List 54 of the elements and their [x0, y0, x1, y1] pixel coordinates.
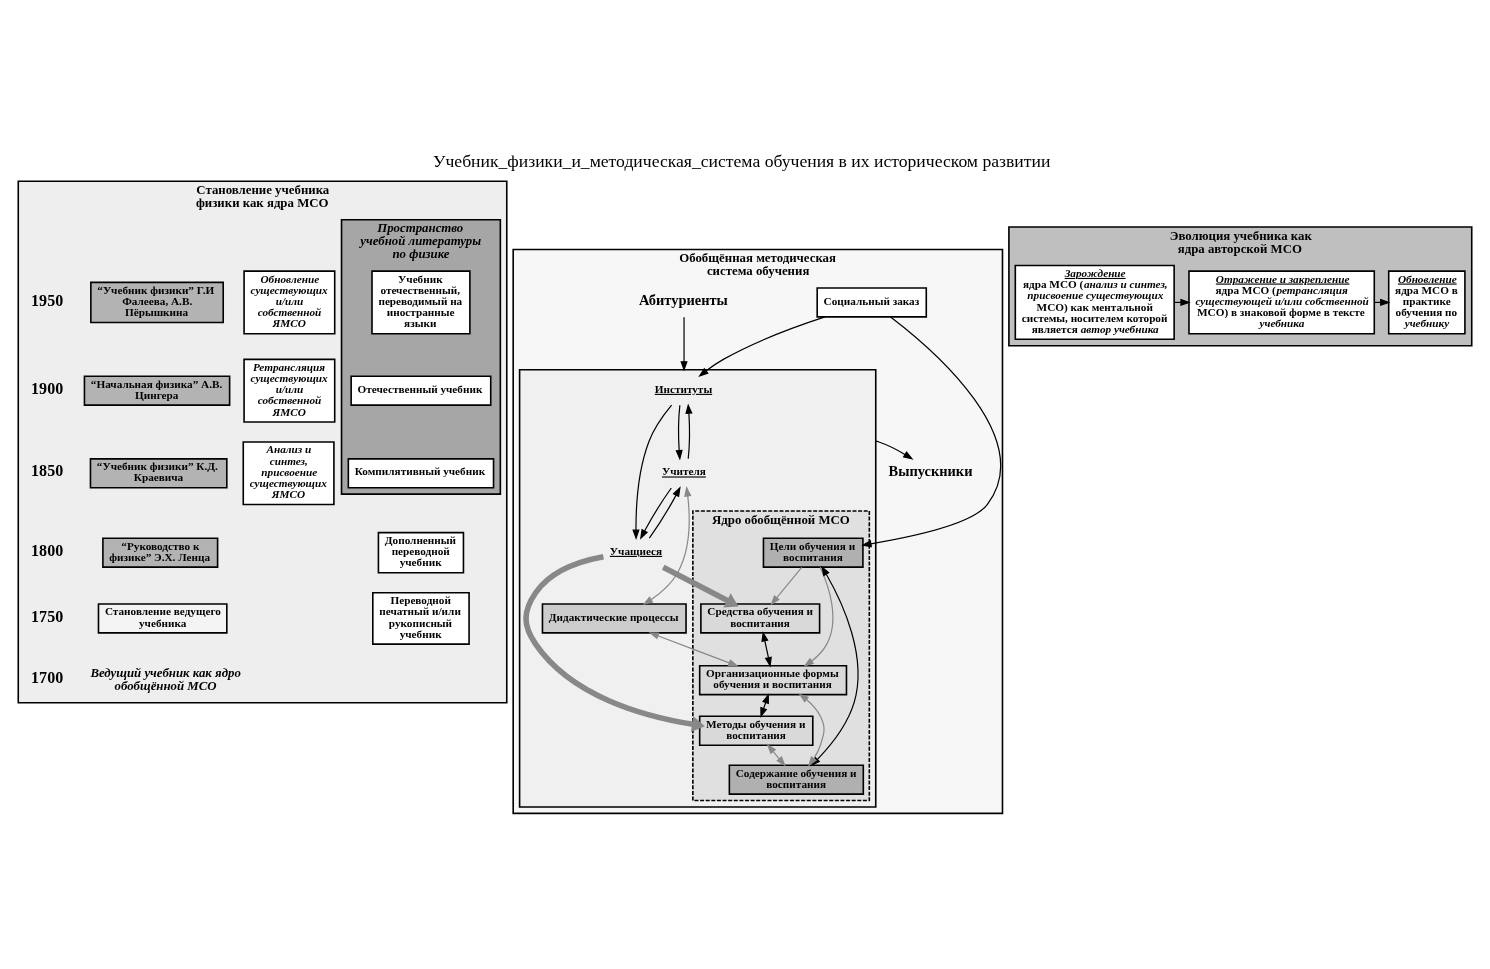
node-text: Институты — [654, 382, 713, 395]
node-text: Выпускники — [888, 463, 973, 479]
node-box: Средства обучения и воспитания — [700, 603, 821, 634]
arrow — [766, 743, 786, 767]
arrow — [523, 554, 705, 733]
node-box: “Учебник физики” Г.И Фалеева, А.В. Пёрышкина — [90, 281, 224, 324]
node-box: Социальный заказ — [816, 287, 928, 318]
node-box: Методы обучения и воспитания — [698, 715, 814, 746]
node-box: Отражение и закрепление ядра МСО (ретрансляция существующей и/или собственной МСО) в знаковой форме в тексте учебника — [1188, 270, 1376, 335]
arrow — [680, 316, 688, 372]
label: 1750 — [31, 607, 64, 625]
node-box: Зарождение ядра МСО (анализ и синтез, присвоение существующих МСО) как ментальной системы, носителем которой является автор учебника — [1014, 264, 1175, 341]
label: 1850 — [31, 462, 64, 480]
node-box: Дидактические процессы — [541, 603, 687, 634]
label: 1800 — [31, 541, 64, 559]
label: 1900 — [31, 379, 64, 397]
node-box: Отечественный учебник — [350, 375, 492, 406]
node-box: Ретрансляция существующих и/или собственной ЯМСО — [243, 358, 336, 423]
arrow — [770, 566, 803, 606]
arrow — [761, 631, 772, 668]
diagram-title: Учебник_физики_и_методическая_система обучения в их историческом развитии — [432, 150, 1051, 171]
arrow — [661, 564, 739, 608]
arrow — [648, 486, 681, 539]
node-box: Становление ведущего учебника — [97, 603, 228, 634]
node-box: “Начальная физика” А.В. Цингера — [83, 375, 231, 406]
node-label: Ведущий учебник как ядро обобщённой МСО — [90, 665, 241, 693]
label: 1950 — [31, 291, 64, 309]
node-box: Цели обучения и воспитания — [762, 537, 864, 568]
arrow — [861, 316, 1002, 548]
arrow — [675, 404, 683, 461]
arrow — [632, 404, 673, 540]
node-box: “Учебник физики” К.Д. Краевича — [89, 458, 228, 489]
node-text: Учителя — [661, 465, 706, 478]
node-box: Анализ и синтез, присвоение существующих ЯМСО — [242, 441, 335, 506]
node-box: Обновление существующих и/или собственной ЯМСО — [243, 270, 336, 335]
arrow — [685, 403, 693, 460]
node-box: Дополненный переводной учебник — [377, 531, 465, 574]
node-text: Учащиеся — [609, 544, 663, 557]
node-box: “Руководство к физике” Э.Х. Ленца — [102, 537, 219, 568]
node-box: Обновление ядра МСО в практике обучения по учебнику — [1387, 270, 1466, 335]
node-box: Переводной печатный и/или рукописный учебник — [372, 592, 470, 645]
arrow — [642, 486, 692, 605]
arrow — [640, 487, 672, 540]
label: 1700 — [31, 669, 64, 687]
node-box: Организационные формы обучения и воспитания — [698, 665, 848, 696]
arrow — [875, 440, 914, 460]
node-box: Содержание обучения и воспитания — [728, 764, 865, 795]
node-box: Компилятивный учебник — [347, 458, 495, 489]
arrow — [648, 632, 739, 667]
arrow — [760, 693, 769, 718]
node-text: Абитуриенты — [639, 292, 728, 309]
arrow — [803, 566, 834, 667]
arrow — [698, 316, 826, 378]
node-box: Учебник отечественный, переводимый на иностранные языки — [371, 270, 471, 335]
